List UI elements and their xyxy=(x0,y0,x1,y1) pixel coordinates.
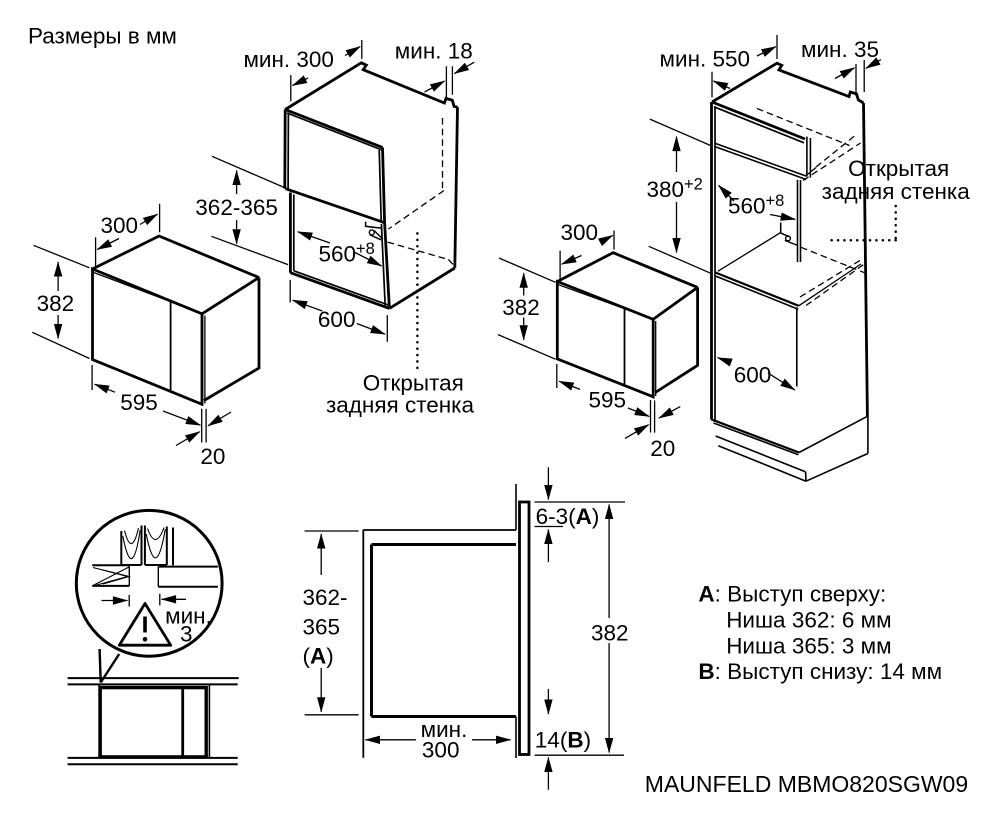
svg-text:задняя стенка: задняя стенка xyxy=(326,393,475,418)
svg-text:Ниша 362: 6 мм: Ниша 362: 6 мм xyxy=(726,607,891,632)
svg-text:382: 382 xyxy=(591,621,629,646)
svg-text:362-365: 362-365 xyxy=(195,195,278,220)
svg-text:мин.: мин. xyxy=(421,717,468,742)
svg-text:Открытая: Открытая xyxy=(848,156,949,181)
svg-text:Ниша 365: 3 мм: Ниша 365: 3 мм xyxy=(726,633,891,658)
svg-text:мин. 300: мин. 300 xyxy=(243,47,334,72)
svg-text:300: 300 xyxy=(101,213,139,238)
svg-text:382: 382 xyxy=(37,291,75,316)
svg-text:Размеры в мм: Размеры в мм xyxy=(28,24,177,49)
svg-text:600: 600 xyxy=(734,363,772,388)
svg-text:20: 20 xyxy=(650,436,675,461)
svg-text:365: 365 xyxy=(303,615,341,640)
svg-text:300: 300 xyxy=(561,220,599,245)
svg-text:6-3(A): 6-3(A) xyxy=(536,504,600,529)
svg-text:380+2: 380+2 xyxy=(647,176,703,203)
svg-text:595: 595 xyxy=(120,390,158,415)
svg-text:Открытая: Открытая xyxy=(363,371,464,396)
svg-text:мин. 35: мин. 35 xyxy=(801,37,879,62)
svg-text:595: 595 xyxy=(589,388,627,413)
svg-text:A: Выступ сверху:: A: Выступ сверху: xyxy=(698,582,886,607)
svg-text:600: 600 xyxy=(318,307,356,332)
svg-text:560+8: 560+8 xyxy=(728,192,784,219)
svg-text:20: 20 xyxy=(200,444,225,469)
svg-text:MAUNFELD MBMO820SGW09: MAUNFELD MBMO820SGW09 xyxy=(645,771,968,797)
svg-text:мин.: мин. xyxy=(165,603,212,628)
svg-text:300: 300 xyxy=(422,738,460,763)
svg-text:B: Выступ снизу: 14 мм: B: Выступ снизу: 14 мм xyxy=(698,659,942,684)
svg-text:3: 3 xyxy=(180,621,193,646)
svg-text:(A): (A) xyxy=(303,644,334,669)
svg-text:362-: 362- xyxy=(303,585,348,610)
svg-text:мин. 18: мин. 18 xyxy=(395,39,473,64)
svg-text:мин. 550: мин. 550 xyxy=(660,47,751,72)
svg-text:14(B): 14(B) xyxy=(535,728,591,753)
svg-text:382: 382 xyxy=(502,295,540,320)
svg-text:560+8: 560+8 xyxy=(319,240,375,267)
svg-text:задняя стенка: задняя стенка xyxy=(822,179,971,204)
